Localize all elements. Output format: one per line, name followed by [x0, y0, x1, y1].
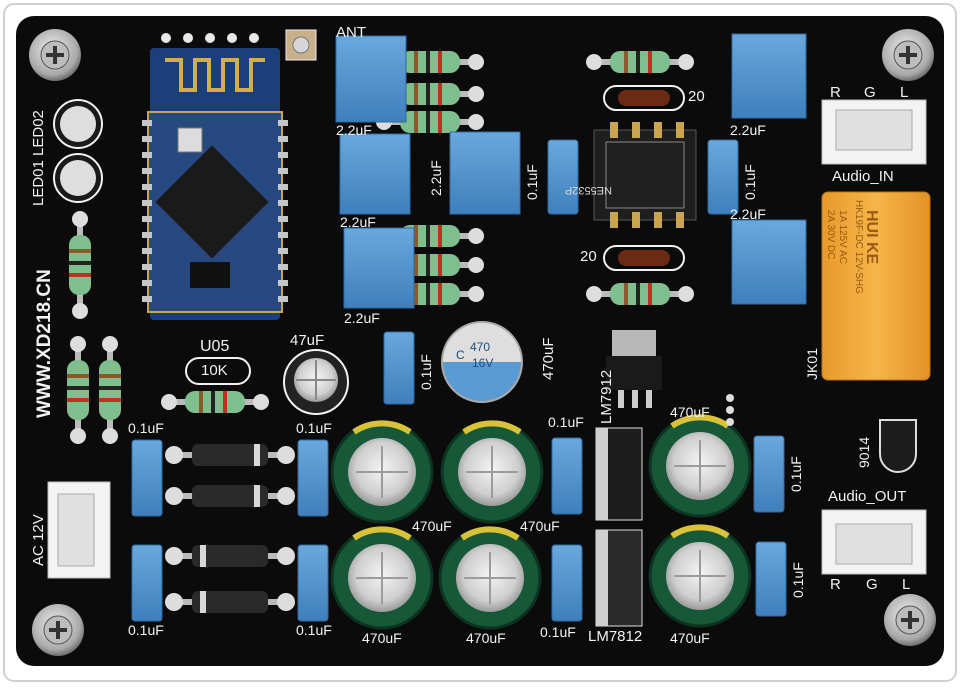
- resistor: [67, 336, 89, 444]
- film-2-2-label: 2.2uF: [730, 206, 766, 222]
- cap-470uf-small-label: 470uF: [540, 337, 557, 380]
- big-cap-label: 470uF: [670, 630, 710, 646]
- big-cap-label: 470uF: [520, 518, 560, 534]
- resistors: [67, 51, 694, 444]
- audio-in-r: R: [830, 84, 841, 101]
- transistor-label: 9014: [856, 436, 872, 468]
- electrolytic-capacitor: [648, 524, 752, 628]
- resistor: [161, 391, 269, 413]
- film-caps-large: [335, 33, 807, 309]
- film-2-2-label: 2.2uF: [730, 122, 766, 138]
- big-cap-label: 470uF: [670, 404, 710, 420]
- leds: [53, 99, 103, 203]
- power-label: AC 12V: [30, 514, 47, 566]
- relay: [821, 191, 931, 381]
- transistor-9014: [726, 394, 917, 473]
- film-0-1-label: 0.1uF: [540, 624, 576, 640]
- capacitor-47uf: [283, 349, 349, 415]
- big-cap-label: 470uF: [466, 630, 506, 646]
- silkscreen-outlines: [185, 357, 251, 385]
- big-cap-label: 470uF: [412, 518, 452, 534]
- electrolytic-capacitor: [438, 526, 542, 630]
- r20-label: 20: [580, 248, 597, 265]
- regulator-lm7912: LM7912: [598, 369, 615, 424]
- big-cap-label: 470uF: [362, 630, 402, 646]
- big-electrolytic-caps: [330, 414, 752, 630]
- electrolytic-capacitor: [440, 420, 544, 524]
- pot-label: 10K: [201, 362, 228, 379]
- relay-spec: 1A 125V AC: [837, 210, 848, 264]
- film-0-1-label: 0.1uF: [296, 420, 332, 436]
- connectors: [47, 99, 927, 579]
- relay-spec: HK19F-DC 12V-SHG: [853, 200, 864, 294]
- electrolytic-capacitor: [330, 420, 434, 524]
- resistor: [376, 51, 484, 73]
- resistor: [99, 336, 121, 444]
- film-2-2-label: 2.2uF: [340, 214, 376, 230]
- audio-out-r: R: [830, 576, 841, 593]
- antenna-label: ANT: [336, 24, 366, 41]
- cap-47uf-label: 47uF: [290, 332, 325, 349]
- small-cap-body-c: C: [456, 348, 465, 362]
- film-0-1-label: 0.1uF: [742, 164, 758, 200]
- resistor: [376, 254, 484, 276]
- website-label: WWW.XD218.CN: [34, 269, 55, 418]
- film-0-1-label: 0.1uF: [418, 354, 434, 390]
- audio-in-label: Audio_IN: [832, 168, 894, 185]
- led-label: LED01 LED02: [30, 110, 47, 206]
- film-2-2-label: 2.2uF: [336, 122, 372, 138]
- regulator-lm7812: LM7812: [588, 628, 643, 645]
- resistor: [69, 211, 91, 319]
- ceramic-caps: [603, 85, 685, 271]
- voltage-regulators: [595, 330, 662, 627]
- relay-spec: 2A 30V DC: [825, 210, 836, 260]
- bluetooth-module: [142, 33, 288, 320]
- film-0-1-label: 0.1uF: [788, 456, 804, 492]
- film-0-1-label: 0.1uF: [128, 420, 164, 436]
- ic-socket: [593, 122, 697, 228]
- r20-label: 20: [688, 88, 705, 105]
- electrolytic-capacitor: [330, 526, 434, 630]
- film-caps-slim: [131, 139, 787, 622]
- film-0-1-label: 0.1uF: [128, 622, 164, 638]
- audio-in-l: L: [900, 84, 909, 101]
- relay-label: JK01: [804, 348, 820, 380]
- film-0-1-label: 0.1uF: [548, 414, 584, 430]
- antenna-connector: [285, 29, 317, 61]
- film-0-1-label: 0.1uF: [524, 164, 540, 200]
- relay-brand: HUI KE: [863, 210, 880, 265]
- electrolytic-capacitor: [648, 414, 752, 518]
- audio-out-g: G: [866, 576, 878, 593]
- diodes: [165, 444, 295, 613]
- film-0-1-label: 0.1uF: [296, 622, 332, 638]
- audio-out-l: L: [902, 576, 911, 593]
- film-2-2-label: 2.2uF: [428, 160, 444, 196]
- small-cap-body-470: 470: [470, 340, 491, 354]
- ic-marking: NE5532P: [564, 184, 612, 196]
- audio-in-g: G: [864, 84, 876, 101]
- film-0-1-label: 0.1uF: [790, 562, 806, 598]
- capacitor-470uf-small: [441, 321, 523, 403]
- resistor: [586, 283, 694, 305]
- audio-out-label: Audio_OUT: [828, 488, 907, 505]
- film-2-2-label: 2.2uF: [344, 310, 380, 326]
- small-cap-body-16v: 16V: [472, 356, 494, 370]
- u05-label: U05: [200, 338, 230, 355]
- resistor: [586, 51, 694, 73]
- mounting-screws: [29, 29, 936, 656]
